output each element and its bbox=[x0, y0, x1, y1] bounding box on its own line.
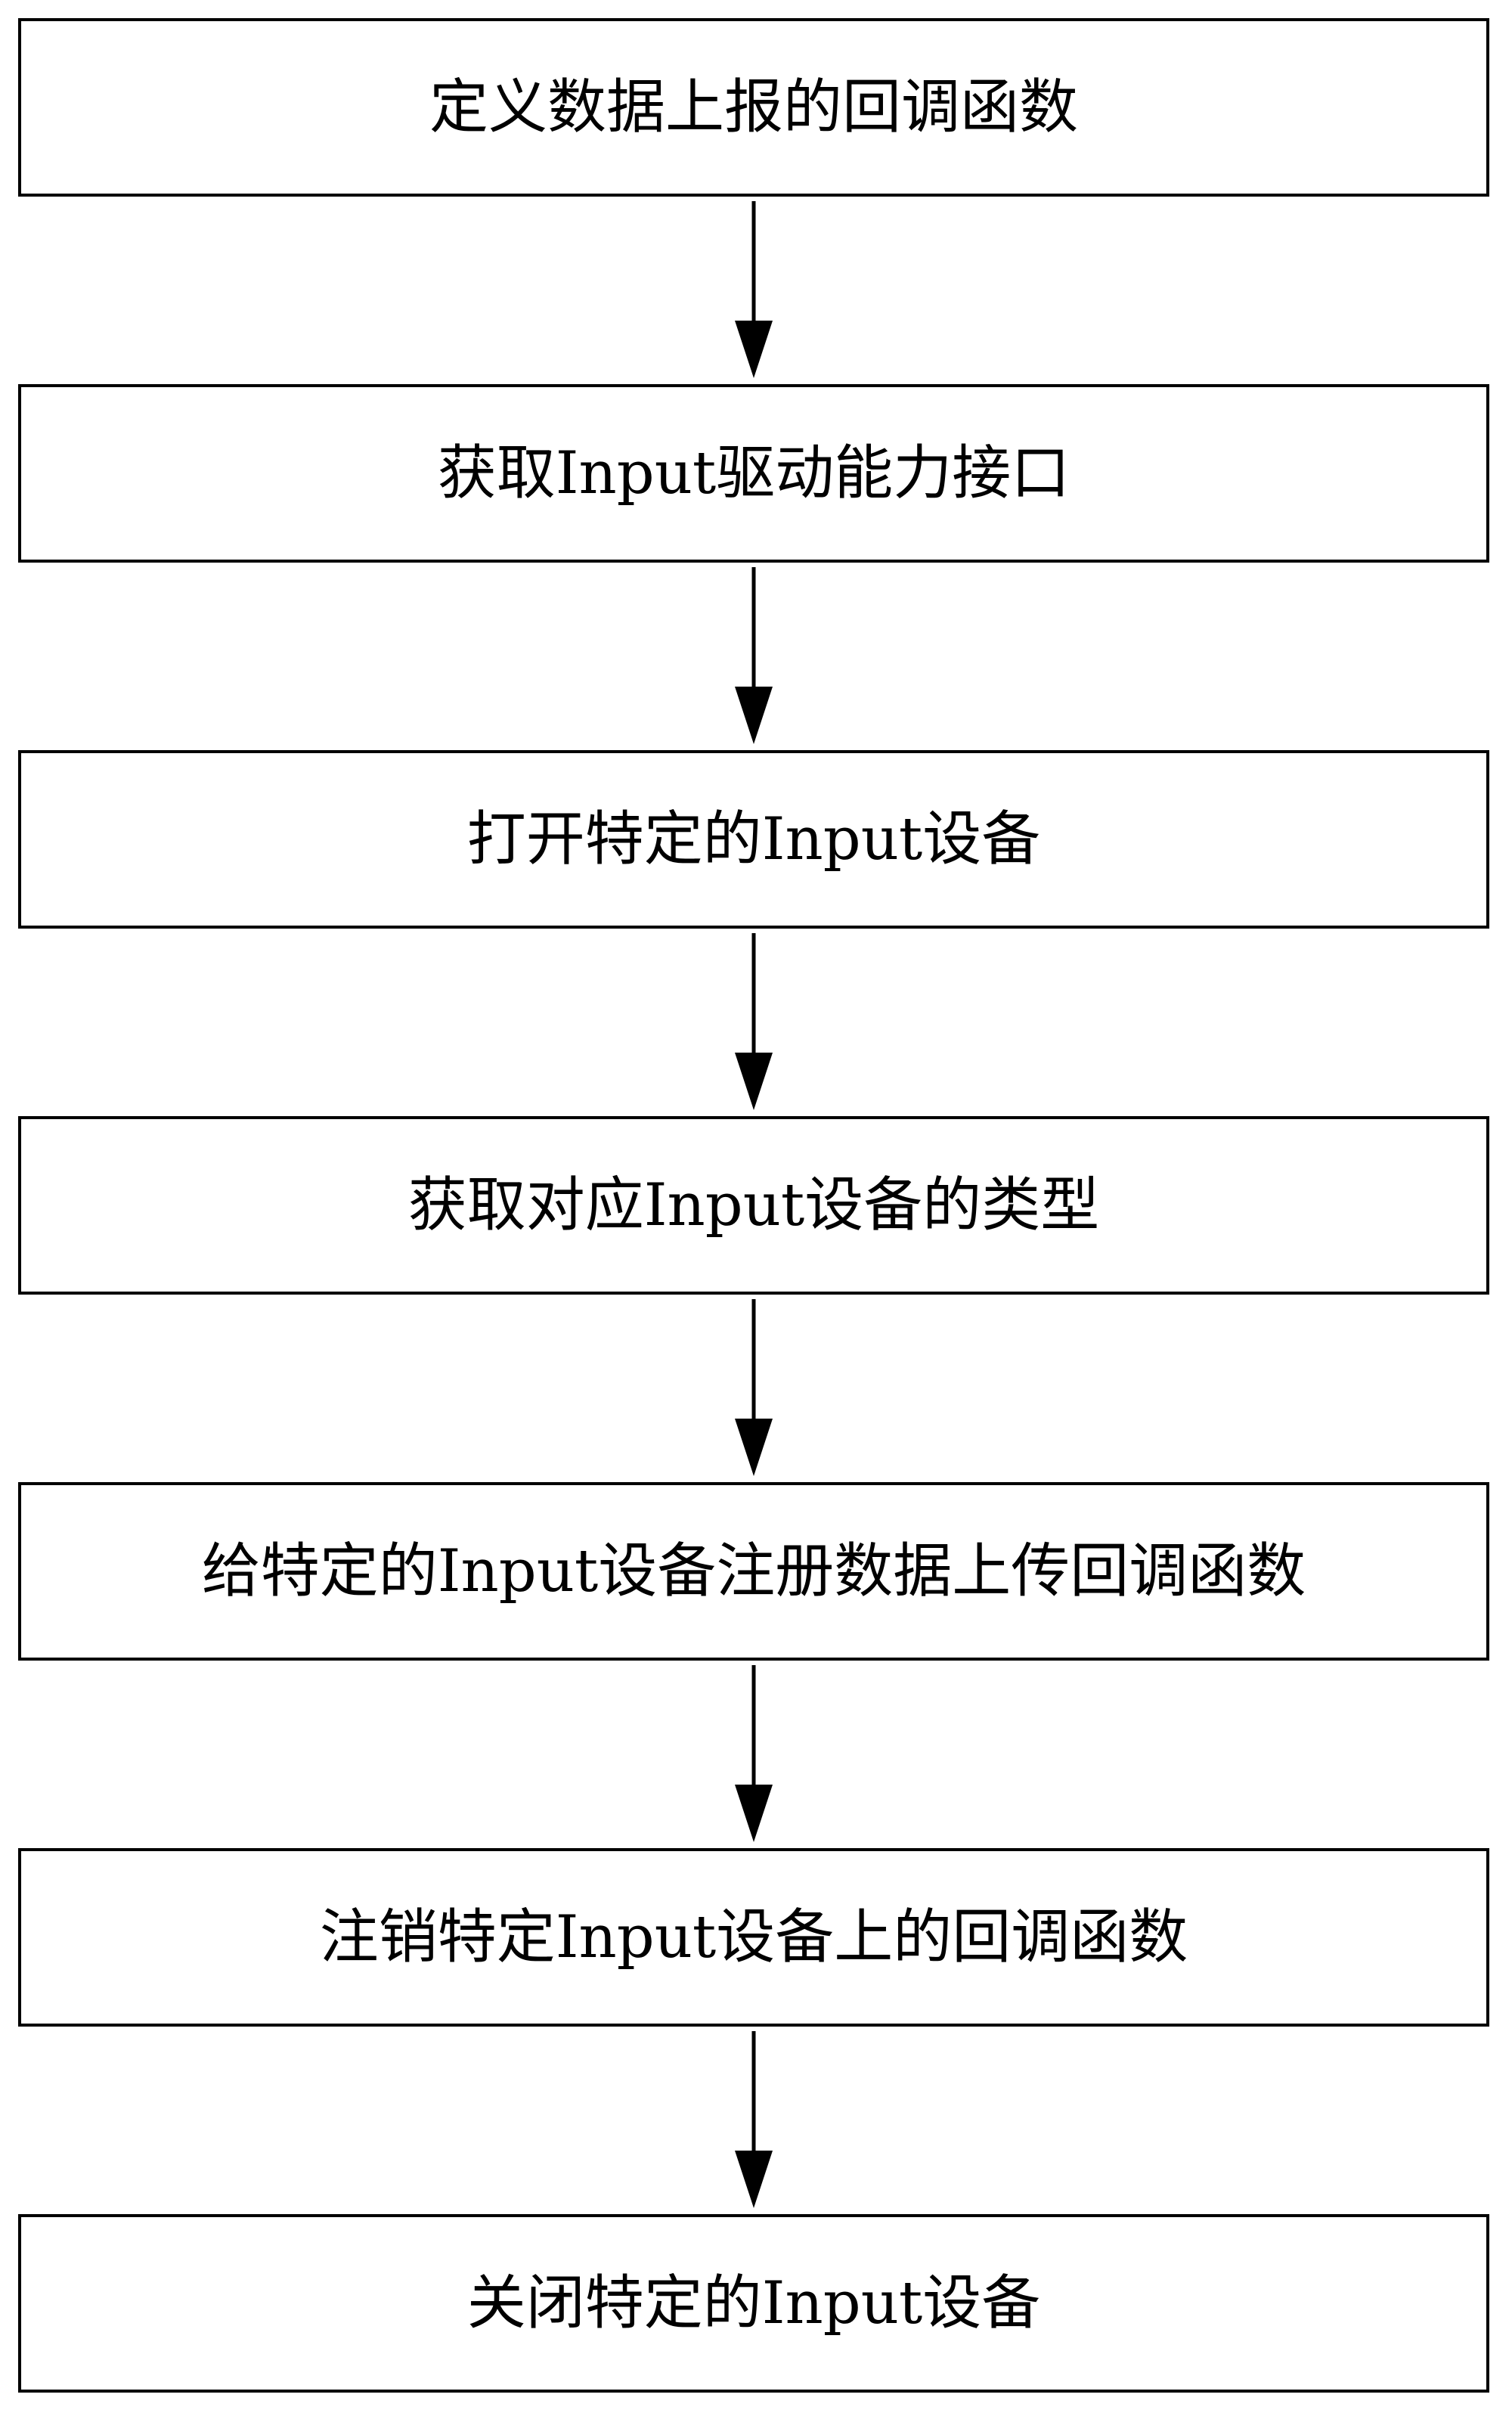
step-2-label: 获取Input驱动能力接口 bbox=[437, 439, 1070, 507]
flow-arrow bbox=[735, 567, 773, 744]
step-5-box: 给特定的Input设备注册数据上传回调函数 bbox=[18, 1482, 1489, 1661]
step-4-box: 获取对应Input设备的类型 bbox=[18, 1116, 1489, 1295]
step-1-box: 定义数据上报的回调函数 bbox=[18, 18, 1489, 197]
step-2-box: 获取Input驱动能力接口 bbox=[18, 384, 1489, 563]
step-3-box: 打开特定的Input设备 bbox=[18, 750, 1489, 929]
step-7-label: 关闭特定的Input设备 bbox=[466, 2269, 1041, 2337]
flow-arrow bbox=[735, 1665, 773, 1842]
step-7-box: 关闭特定的Input设备 bbox=[18, 2214, 1489, 2393]
step-3-label: 打开特定的Input设备 bbox=[466, 805, 1041, 873]
step-4-label: 获取对应Input设备的类型 bbox=[407, 1171, 1100, 1239]
flow-arrow bbox=[735, 933, 773, 1110]
step-6-box: 注销特定Input设备上的回调函数 bbox=[18, 1848, 1489, 2027]
flow-arrow bbox=[735, 201, 773, 378]
step-1-label: 定义数据上报的回调函数 bbox=[429, 73, 1078, 141]
flow-arrow bbox=[735, 2031, 773, 2208]
step-6-label: 注销特定Input设备上的回调函数 bbox=[319, 1903, 1188, 1971]
step-5-label: 给特定的Input设备注册数据上传回调函数 bbox=[201, 1537, 1306, 1605]
flow-arrow bbox=[735, 1299, 773, 1476]
